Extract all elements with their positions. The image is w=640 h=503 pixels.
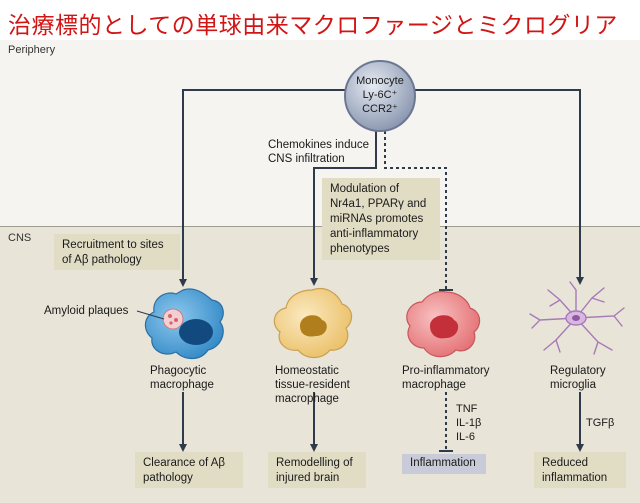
inflammation-label: Inflammation: [410, 457, 476, 469]
homeostatic-macrophage-icon: [273, 288, 353, 359]
recruitment-line-1: Recruitment to sites: [62, 239, 164, 251]
region-divider: [0, 226, 640, 227]
recruitment-line-2: of Aβ pathology: [62, 254, 142, 266]
reduced-inflammation-box: Reduced inflammation: [534, 452, 626, 488]
cytokine-tgfb: TGFβ: [586, 417, 615, 429]
monocyte-label: Monocyte: [356, 75, 404, 87]
homeostatic-label: Homeostatic: [275, 365, 339, 377]
clearance-line-2: pathology: [143, 472, 193, 484]
modulation-line-4: anti-inflammatory: [330, 228, 419, 240]
arrow-to-homeostatic: [310, 125, 377, 286]
inhibit-to-proinflammatory: [384, 125, 447, 290]
inflammation-box: Inflammation: [402, 454, 486, 474]
chemokines-text: Chemokines induce: [268, 139, 370, 151]
microglia-label: Regulatory: [550, 365, 606, 377]
phagocytic-macrophage-icon: [144, 288, 224, 360]
cytokine-il1b: IL-1β: [456, 417, 482, 429]
modulation-line-1: Modulation of: [330, 183, 400, 195]
homeostatic-label-2: tissue-resident: [275, 379, 350, 391]
remodelling-box: Remodelling of injured brain: [268, 452, 366, 488]
periphery-region: [0, 40, 640, 226]
periphery-label: Periphery: [8, 44, 56, 56]
remodelling-line-1: Remodelling of: [276, 457, 353, 469]
modulation-line-5: phenotypes: [330, 243, 390, 255]
homeostatic-label-3: macrophage: [275, 393, 339, 405]
modulation-line-2: Nr4a1, PPARγ and: [330, 198, 427, 210]
proinflammatory-macrophage-icon: [406, 290, 481, 358]
proinflammatory-label-2: macrophage: [402, 379, 466, 391]
microglia-label-2: microglia: [550, 379, 597, 391]
reduced-line-1: Reduced: [542, 457, 589, 469]
cytokine-tnf: TNF: [456, 403, 478, 415]
remodelling-line-2: injured brain: [276, 472, 340, 484]
recruitment-box: Recruitment to sites of Aβ pathology: [54, 234, 180, 270]
monocyte-marker-ly6c: Ly-6C⁺: [362, 89, 398, 101]
amyloid-pointer: [136, 310, 165, 320]
cytokine-il6: IL-6: [456, 431, 475, 443]
arrow-to-microglia: [410, 89, 584, 285]
proinflammatory-label: Pro-inflammatory: [402, 365, 490, 377]
arrow-to-phagocytic: [179, 89, 350, 287]
regulatory-microglia-icon: [529, 281, 625, 355]
clearance-box: Clearance of Aβ pathology: [135, 452, 243, 488]
clearance-line-1: Clearance of Aβ: [143, 457, 226, 469]
phagocytic-label-2: macrophage: [150, 379, 214, 391]
amyloid-plaques-label: Amyloid plaques: [44, 305, 129, 317]
cns-label: CNS: [8, 232, 32, 244]
modulation-box: Modulation of Nr4a1, PPARγ and miRNAs pr…: [322, 178, 440, 260]
reduced-line-2: inflammation: [542, 472, 608, 484]
modulation-line-3: miRNAs promotes: [330, 213, 424, 225]
phagocytic-label: Phagocytic: [150, 365, 207, 377]
monocyte-marker-ccr2: CCR2⁺: [362, 103, 398, 115]
page-title: 治療標的としての単球由来マクロファージとミクログリア: [8, 12, 618, 38]
connector-lines: [179, 89, 584, 452]
chemokines-text-2: CNS infiltration: [268, 153, 345, 165]
monocyte-cell: [344, 60, 416, 132]
